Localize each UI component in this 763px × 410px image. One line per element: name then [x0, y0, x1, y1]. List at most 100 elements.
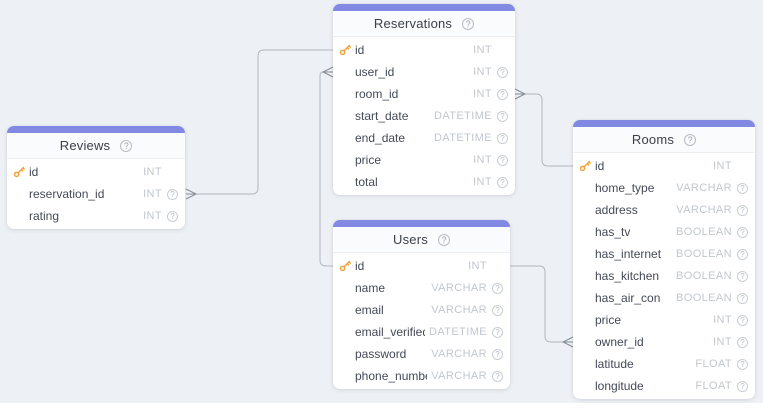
column-name: name [355, 281, 386, 295]
column-name: price [355, 153, 382, 167]
column-name: email_verified_at [355, 325, 425, 339]
column-row[interactable]: user_id INT ? [333, 61, 515, 83]
help-icon[interactable]: ? [497, 88, 508, 100]
column-type: FLOAT [695, 358, 732, 370]
column-type: INT [473, 88, 492, 100]
column-row[interactable]: start_date DATETIME ? [333, 105, 515, 127]
column-row[interactable]: email_verified_at DATETIME ? [333, 321, 510, 343]
help-icon[interactable]: ? [684, 133, 697, 146]
column-row[interactable]: price INT ? [573, 309, 755, 331]
column-name: has_kitchen [595, 269, 660, 283]
table-header[interactable]: Rooms ? [573, 127, 755, 153]
table-title: Users [393, 232, 428, 247]
column-row[interactable]: name VARCHAR ? [333, 277, 510, 299]
help-icon[interactable]: ? [737, 336, 748, 348]
column-name: phone_number [355, 369, 427, 383]
column-name: home_type [595, 181, 655, 195]
help-icon[interactable]: ? [737, 358, 748, 370]
column-row[interactable]: price INT ? [333, 149, 515, 171]
help-icon[interactable]: ? [497, 154, 508, 166]
column-name: total [355, 175, 378, 189]
help-icon[interactable]: ? [492, 348, 503, 360]
table-card-users[interactable]: Users ? id INT ? name VARCHAR ? email VA… [333, 220, 510, 389]
table-title: Rooms [631, 132, 675, 147]
column-type: VARCHAR [676, 204, 732, 216]
column-row[interactable]: total INT ? [333, 171, 515, 193]
table-card-reviews[interactable]: Reviews ? id INT ? reservation_id INT ? … [7, 126, 185, 229]
help-icon[interactable]: ? [492, 326, 503, 338]
help-icon[interactable]: ? [737, 204, 748, 216]
table-header[interactable]: Users ? [333, 227, 510, 253]
table-header[interactable]: Reservations ? [333, 11, 515, 37]
help-icon[interactable]: ? [497, 176, 508, 188]
column-type: BOOLEAN [676, 292, 732, 304]
column-type: INT [713, 160, 732, 172]
help-icon[interactable]: ? [737, 248, 748, 260]
key-icon [339, 44, 351, 56]
table-card-rooms[interactable]: Rooms ? id INT ? home_type VARCHAR ? add… [573, 120, 755, 399]
help-icon[interactable]: ? [492, 304, 503, 316]
relationship-rooms-users[interactable] [510, 265, 574, 348]
help-icon[interactable]: ? [462, 17, 475, 30]
column-row[interactable]: id INT ? [333, 255, 510, 277]
column-row[interactable]: owner_id INT ? [573, 331, 755, 353]
column-row[interactable]: phone_number VARCHAR ? [333, 365, 510, 387]
help-icon[interactable]: ? [737, 314, 748, 326]
key-icon [339, 260, 351, 272]
help-icon[interactable]: ? [737, 226, 748, 238]
relationship-reservations-rooms[interactable] [514, 88, 573, 167]
help-icon[interactable]: ? [492, 370, 503, 382]
help-icon[interactable]: ? [120, 139, 133, 152]
column-row[interactable]: has_air_con BOOLEAN ? [573, 287, 755, 309]
table-header[interactable]: Reviews ? [7, 133, 185, 159]
crow-foot-icon [185, 188, 198, 200]
help-icon[interactable]: ? [737, 380, 748, 392]
table-accent-bar [333, 220, 510, 227]
column-row[interactable]: home_type VARCHAR ? [573, 177, 755, 199]
column-row[interactable]: id INT ? [333, 39, 515, 61]
help-icon[interactable]: ? [167, 210, 178, 222]
help-icon[interactable]: ? [437, 233, 450, 246]
column-row[interactable]: rating INT ? [7, 205, 185, 227]
column-type: BOOLEAN [676, 270, 732, 282]
column-row[interactable]: room_id INT ? [333, 83, 515, 105]
help-icon[interactable]: ? [167, 188, 178, 200]
help-icon[interactable]: ? [497, 66, 508, 78]
column-row[interactable]: has_internet BOOLEAN ? [573, 243, 755, 265]
column-name: id [355, 43, 365, 57]
column-row[interactable]: has_tv BOOLEAN ? [573, 221, 755, 243]
column-row[interactable]: password VARCHAR ? [333, 343, 510, 365]
help-icon[interactable]: ? [492, 282, 503, 294]
column-name: has_air_con [595, 291, 661, 305]
column-row[interactable]: id INT ? [7, 161, 185, 183]
column-row[interactable]: id INT ? [573, 155, 755, 177]
column-type: VARCHAR [431, 348, 487, 360]
column-row[interactable]: latitude FLOAT ? [573, 353, 755, 375]
help-icon[interactable]: ? [497, 132, 508, 144]
help-icon[interactable]: ? [737, 270, 748, 282]
column-row[interactable]: email VARCHAR ? [333, 299, 510, 321]
column-type: INT [473, 176, 492, 188]
column-row[interactable]: end_date DATETIME ? [333, 127, 515, 149]
table-accent-bar [7, 126, 185, 133]
column-type: VARCHAR [431, 304, 487, 316]
column-name: owner_id [595, 335, 644, 349]
help-icon[interactable]: ? [737, 292, 748, 304]
help-icon[interactable]: ? [737, 182, 748, 194]
column-row[interactable]: has_kitchen BOOLEAN ? [573, 265, 755, 287]
relationship-reviews-reservations[interactable] [185, 49, 333, 200]
column-row[interactable]: longitude FLOAT ? [573, 375, 755, 397]
column-name: rating [29, 209, 60, 223]
column-type: INT [473, 44, 492, 56]
table-card-reservations[interactable]: Reservations ? id INT ? user_id INT ? ro… [333, 4, 515, 195]
help-icon[interactable]: ? [497, 110, 508, 122]
column-name: has_tv [595, 225, 631, 239]
relationship-reservations-users[interactable] [319, 66, 334, 267]
column-type: INT [143, 188, 162, 200]
column-name: email [355, 303, 384, 317]
column-row[interactable]: address VARCHAR ? [573, 199, 755, 221]
column-row[interactable]: reservation_id INT ? [7, 183, 185, 205]
table-accent-bar [573, 120, 755, 127]
column-name: price [595, 313, 622, 327]
